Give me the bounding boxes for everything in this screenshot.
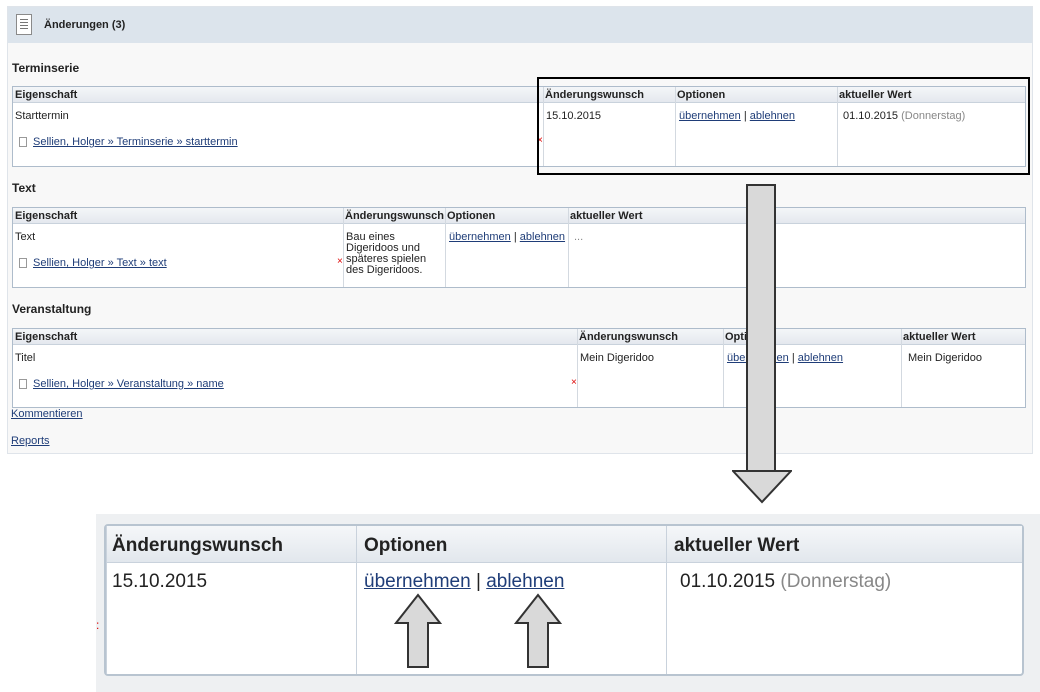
document-icon — [19, 258, 27, 268]
accept-link[interactable]: übernehmen — [449, 231, 511, 243]
column-header-request: Änderungswunsch — [543, 87, 675, 103]
column-header-current: aktueller Wert — [837, 87, 1025, 103]
options-cell: übernehmen | ablehnen — [679, 110, 796, 122]
requested-value: Mein Digeridoo — [580, 352, 654, 364]
zoomed-requested-value: 15.10.2015 — [112, 571, 208, 592]
zoomed-reject-link[interactable]: ablehnen — [486, 571, 565, 592]
section-title-terminserie: Terminserie — [12, 61, 80, 75]
change-path: Sellien, Holger » Text » text — [19, 258, 167, 269]
property-name: Starttermin — [15, 110, 69, 122]
down-arrow-shaft — [746, 184, 776, 472]
property-name: Text — [15, 231, 36, 243]
zoomed-detail: Änderungswunsch Optionen aktueller Wert … — [96, 514, 1040, 692]
table-text: Eigenschaft Änderungswunsch Optionen akt… — [12, 207, 1026, 288]
panel-title: Änderungen (3) — [44, 19, 126, 31]
current-value: ... — [574, 231, 584, 243]
property-name: Titel — [15, 352, 36, 364]
column-header-request: Änderungswunsch — [577, 329, 723, 345]
requested-value: Bau eines Digeridoos und späteres spiele… — [346, 231, 427, 276]
section-title-veranstaltung: Veranstaltung — [12, 302, 92, 316]
current-value: 01.10.2015 (Donnerstag) — [843, 110, 966, 122]
column-header-request: Änderungswunsch — [343, 208, 445, 224]
current-value: Mein Digeridoo — [908, 352, 982, 364]
column-header-current: aktueller Wert — [568, 208, 1025, 224]
document-icon — [16, 14, 32, 35]
section-title-text: Text — [12, 181, 36, 195]
reports-link[interactable]: Reports — [11, 435, 50, 447]
delete-icon[interactable]: × — [571, 377, 577, 388]
reject-link[interactable]: ablehnen — [519, 231, 566, 243]
changes-panel: Änderungen (3) Terminserie Eigenschaft Ä… — [7, 6, 1033, 454]
reject-link[interactable]: ablehnen — [749, 110, 796, 122]
options-cell: übernehmen | ablehnen — [727, 353, 843, 364]
change-path: Sellien, Holger » Terminserie » startter… — [19, 137, 238, 148]
options-cell: übernehmen | ablehnen — [449, 231, 566, 243]
zoomed-delete-mark: : — [96, 618, 100, 632]
comment-link[interactable]: Kommentieren — [11, 408, 83, 420]
change-path-link[interactable]: Sellien, Holger » Text » text — [33, 257, 167, 269]
zoomed-current-value: 01.10.2015 (Donnerstag) — [680, 571, 892, 592]
column-header-property: Eigenschaft — [13, 87, 543, 103]
column-header-current: aktueller Wert — [901, 329, 1025, 345]
zoomed-column-options: Optionen — [364, 535, 448, 556]
change-path-link[interactable]: Sellien, Holger » Terminserie » startter… — [33, 136, 238, 148]
reject-link[interactable]: ablehnen — [797, 352, 844, 364]
down-arrow-icon — [732, 470, 792, 504]
zoomed-accept-link[interactable]: übernehmen — [364, 571, 471, 592]
delete-icon[interactable]: × — [337, 256, 343, 267]
accept-link[interactable]: übernehmen — [679, 110, 741, 122]
zoomed-options: übernehmen | ablehnen — [364, 571, 565, 592]
column-header-options: Optionen — [675, 87, 837, 103]
requested-value: 15.10.2015 — [546, 110, 602, 122]
highlight-box — [537, 77, 1030, 175]
column-header-property: Eigenschaft — [13, 329, 577, 345]
table-terminserie: Eigenschaft Änderungswunsch Optionen akt… — [12, 86, 1026, 167]
zoomed-column-request: Änderungswunsch — [112, 535, 284, 556]
document-icon — [19, 379, 27, 389]
document-icon — [19, 137, 27, 147]
zoomed-column-current: aktueller Wert — [674, 535, 800, 556]
change-path-link[interactable]: Sellien, Holger » Veranstaltung » name — [33, 378, 224, 390]
change-path: Sellien, Holger » Veranstaltung » name — [19, 379, 224, 390]
column-header-property: Eigenschaft — [13, 208, 343, 224]
zoomed-table: Änderungswunsch Optionen aktueller Wert … — [104, 524, 1024, 676]
up-arrow-icon — [514, 593, 562, 668]
panel-header: Änderungen (3) — [8, 7, 1032, 43]
column-header-options: Optionen — [445, 208, 568, 224]
delete-icon[interactable]: × — [537, 135, 543, 146]
zoomed-header — [106, 526, 1022, 563]
up-arrow-icon — [394, 593, 442, 668]
table-veranstaltung: Eigenschaft Änderungswunsch Optionen akt… — [12, 328, 1026, 408]
